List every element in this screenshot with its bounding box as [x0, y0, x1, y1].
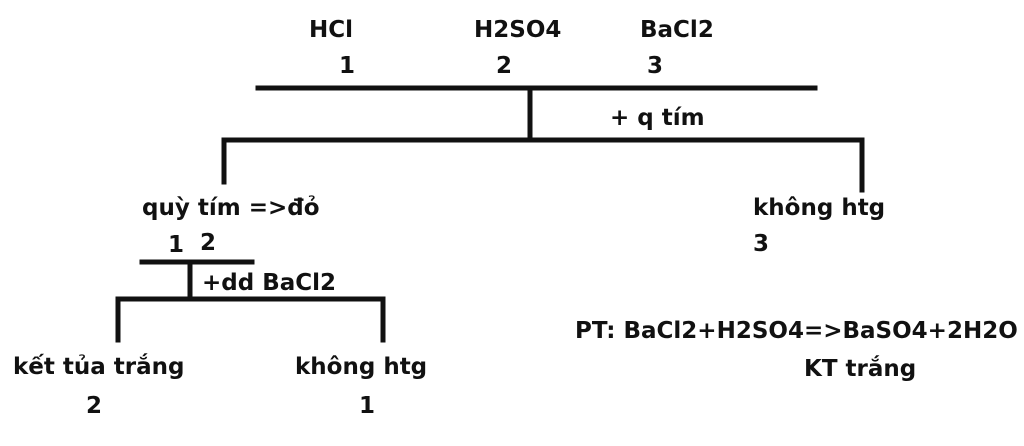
- reagent-name-bacl2: BaCl2: [640, 17, 714, 43]
- step1-right-number: 3: [753, 231, 770, 257]
- step2-left-result: kết tủa trắng: [13, 354, 185, 380]
- step1-left-result: quỳ tím =>đỏ: [142, 195, 320, 221]
- step1-right-result: không htg: [753, 195, 886, 221]
- step2-right-number: 1: [359, 393, 376, 419]
- step1-left-number-2: 2: [200, 230, 217, 256]
- reagent-number-bacl2: 3: [647, 53, 664, 79]
- step2-left-number: 2: [86, 393, 103, 419]
- step2-right-result: không htg: [295, 354, 428, 380]
- reagent-name-hcl: HCl: [309, 17, 354, 43]
- step2-reagent-label: +dd BaCl2: [202, 270, 337, 296]
- precipitate-note: KT trắng: [804, 356, 917, 382]
- reaction-equation: PT: BaCl2+H2SO4=>BaSO4+2H2O: [575, 318, 1018, 344]
- reagent-name-h2so4: H2SO4: [474, 17, 562, 43]
- reagent-number-h2so4: 2: [496, 53, 513, 79]
- step1-reagent-label: + q tím: [610, 105, 705, 131]
- reagent-number-hcl: 1: [339, 53, 356, 79]
- step1-left-number-1: 1: [168, 232, 185, 258]
